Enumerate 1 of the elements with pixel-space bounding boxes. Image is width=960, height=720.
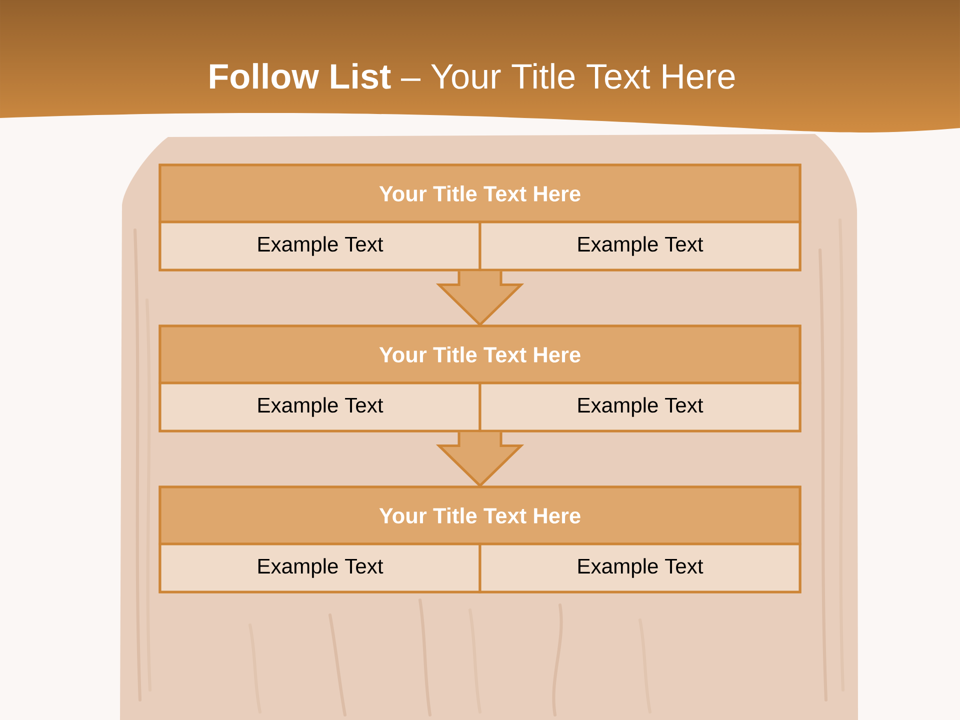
title: Follow List – Your Title Text Here <box>210 63 735 89</box>
